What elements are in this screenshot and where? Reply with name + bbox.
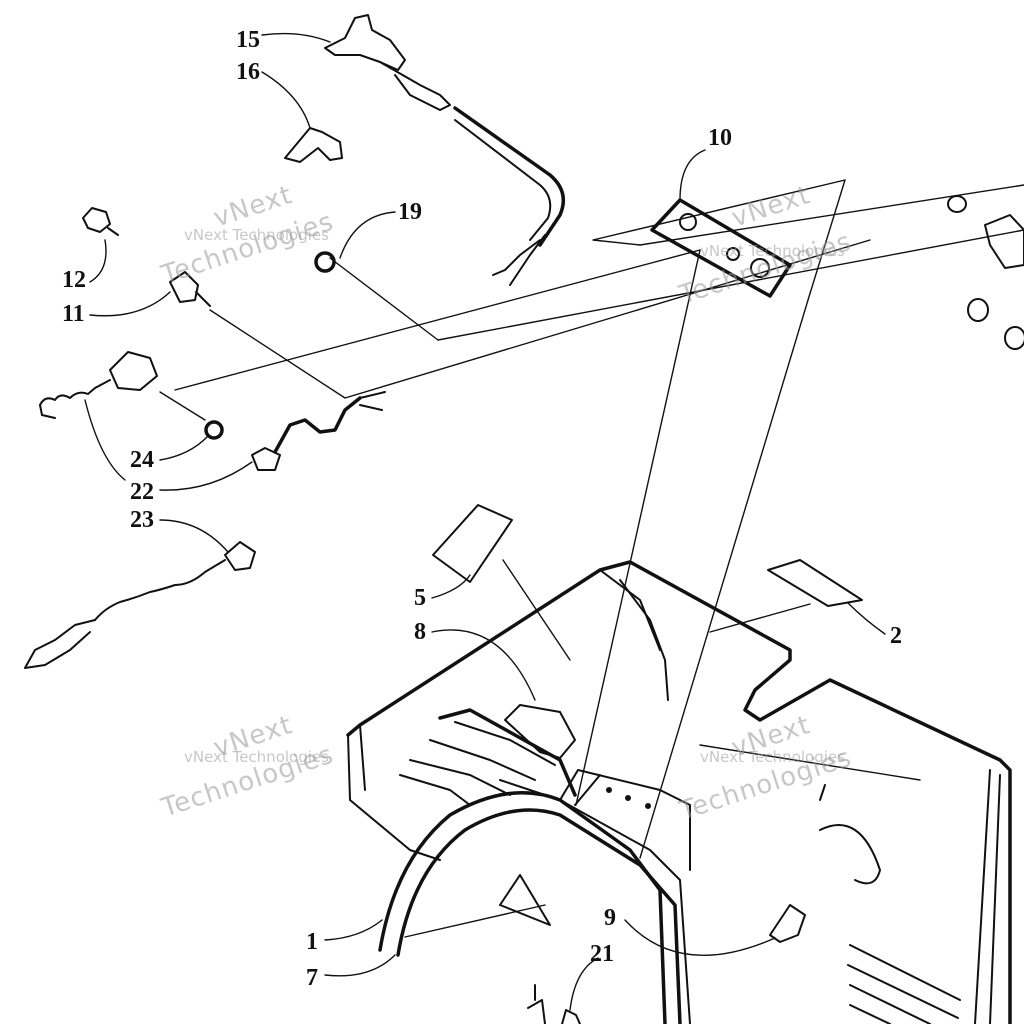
callout-1: 1 <box>306 929 318 955</box>
callout-9: 9 <box>604 905 616 931</box>
callout-leaders <box>84 32 886 1011</box>
callout-5: 5 <box>414 585 426 611</box>
callout-2: 2 <box>890 623 902 649</box>
callout-12: 12 <box>62 267 86 293</box>
throttle-lever-part <box>324 14 566 286</box>
callout-8: 8 <box>414 619 426 645</box>
callout-16: 16 <box>236 59 260 85</box>
mounting-plate-part <box>650 198 792 298</box>
callout-23: 23 <box>130 507 154 533</box>
callout-22: 22 <box>130 479 154 505</box>
callout-19: 19 <box>398 199 422 225</box>
hood-body <box>346 560 1012 1024</box>
nut-part <box>314 251 336 273</box>
decals <box>432 504 863 607</box>
switch-part <box>82 207 211 307</box>
callout-10: 10 <box>708 125 732 151</box>
watermark-line: vNext Technologies <box>700 242 845 260</box>
callout-15: 15 <box>236 27 260 53</box>
callout-11: 11 <box>62 301 85 327</box>
callout-21: 21 <box>590 941 614 967</box>
tether-cord-part <box>24 541 256 669</box>
kill-switch-part <box>39 351 386 471</box>
watermark-line: vNext Technologies <box>700 748 845 766</box>
reference-lines <box>159 179 1024 938</box>
watermark-line: vNext Technologies <box>184 226 329 244</box>
right-hardware-parts <box>947 195 1024 350</box>
bracket-part <box>284 127 343 163</box>
watermark-line: vNext Technologies <box>184 748 329 766</box>
callout-7: 7 <box>306 965 318 991</box>
callout-24: 24 <box>130 447 154 473</box>
